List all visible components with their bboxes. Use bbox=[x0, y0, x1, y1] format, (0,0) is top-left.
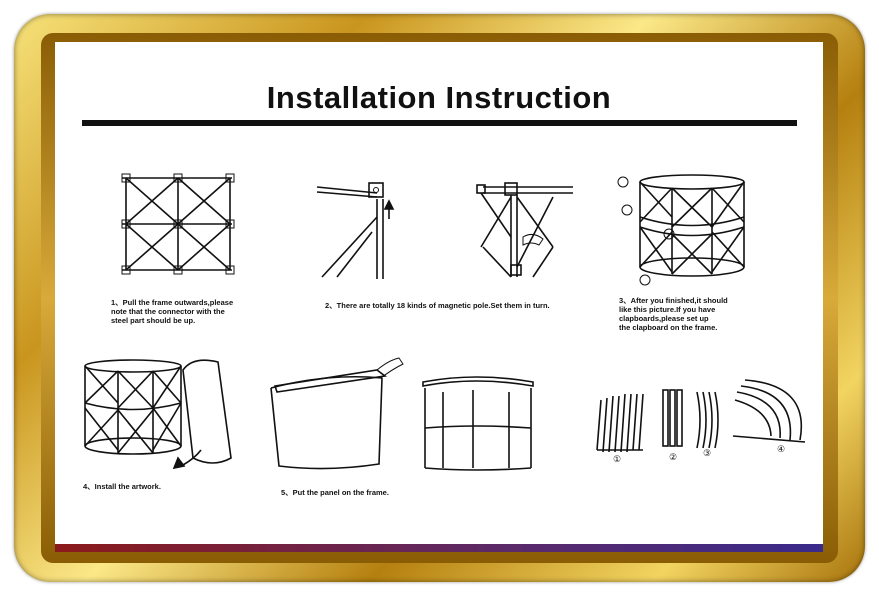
instruction-sheet: Installation Instruction 1、Pull the fram… bbox=[55, 42, 823, 551]
step2-magnetic-pole-illustration-a bbox=[316, 182, 395, 279]
part-marker-1: ① bbox=[613, 454, 621, 464]
step4-caption: 4、Install the artwork. bbox=[83, 482, 161, 491]
part-marker-2: ② bbox=[669, 452, 677, 462]
parts-list-illustration: ① ② ③ ④ bbox=[596, 379, 806, 464]
step5-finished-counter-illustration bbox=[422, 376, 534, 471]
part-marker-4: ④ bbox=[777, 444, 785, 454]
step3-assembled-frame-illustration bbox=[617, 174, 745, 286]
part-marker-3: ③ bbox=[703, 448, 711, 458]
title-underline bbox=[82, 120, 797, 126]
step5-panel-top-illustration bbox=[270, 357, 404, 470]
step2-caption: 2、There are totally 18 kinds of magnetic… bbox=[325, 301, 550, 310]
step4-install-artwork-illustration bbox=[84, 359, 232, 470]
page-title: Installation Instruction bbox=[266, 80, 612, 115]
step3-caption: 3、After you finished,it should like this… bbox=[619, 296, 728, 332]
step5-caption: 5、Put the panel on the frame. bbox=[281, 488, 389, 497]
bottom-color-strip bbox=[55, 544, 823, 552]
step1-caption: 1、Pull the frame outwards,please note th… bbox=[111, 298, 234, 325]
step2-magnetic-pole-illustration-b bbox=[476, 182, 573, 278]
step1-folded-frame-illustration bbox=[121, 173, 235, 275]
